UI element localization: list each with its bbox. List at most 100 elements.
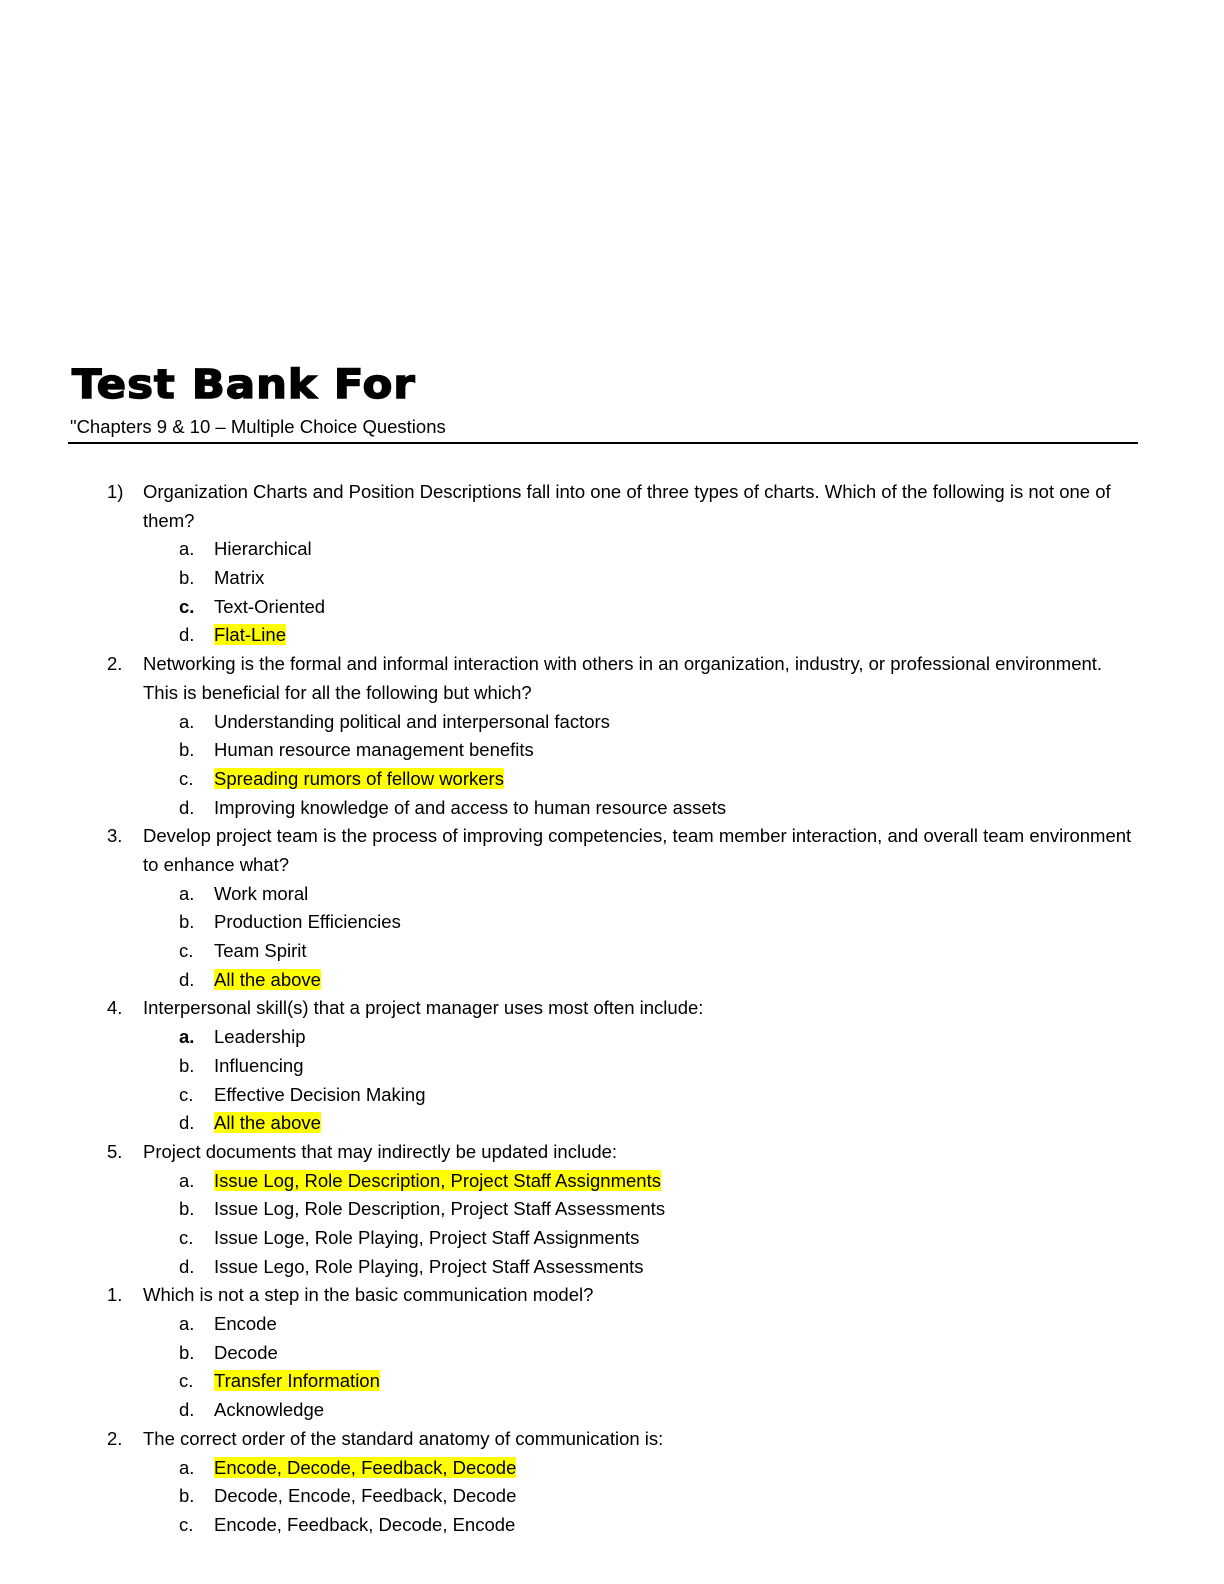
option-letter: b.: [179, 567, 195, 589]
question: 1. Which is not a step in the basic commu…: [0, 1281, 1133, 1310]
option-letter: b.: [179, 911, 195, 933]
option-letter: c.: [179, 1083, 194, 1105]
option-letter: a.: [179, 1169, 195, 1191]
option-letter: a.: [179, 1313, 195, 1335]
option-letter: c.: [179, 1227, 194, 1248]
question-text: Which is not a step in the basic communi…: [143, 1284, 594, 1306]
option-text: Work moral: [214, 882, 309, 904]
answer-option: c. Team Spirit: [0, 937, 1224, 966]
answer-option: a. Encode, Decode, Feedback, Decode: [0, 1454, 1224, 1483]
highlighted-answer-text: All the above: [214, 1112, 321, 1134]
option-letter: d.: [179, 968, 195, 990]
answer-option: b. Influencing: [0, 1052, 1224, 1081]
option-text: Improving knowledge of and access to hum…: [214, 796, 727, 818]
highlighted-answer-text: All the above: [214, 968, 321, 990]
question-number: 2.: [107, 653, 123, 675]
highlighted-answer-text: Flat-Line: [214, 624, 286, 646]
answer-option: b. Matrix: [0, 564, 1224, 593]
option-text: Decode, Encode, Feedback, Decode: [214, 1485, 517, 1507]
answer-option: b. Issue Log, Role Description, Project S…: [0, 1195, 1224, 1224]
answer-option: a. Work moral: [0, 880, 1224, 909]
option-text: Hierarchical: [214, 538, 312, 560]
question-text: Interpersonal skill(s) that a project ma…: [143, 997, 704, 1019]
option-text: Team Spirit: [214, 940, 307, 962]
answer-option: b. Human resource management benefits: [0, 736, 1224, 765]
option-letter: c.: [179, 595, 195, 617]
option-letter: a.: [179, 710, 195, 732]
option-text: Human resource management benefits: [214, 739, 534, 761]
option-text: Encode, Feedback, Decode, Encode: [214, 1513, 516, 1535]
option-letter: b.: [179, 1054, 195, 1076]
option-letter: d.: [179, 1255, 195, 1277]
question: 3. Develop project team is the process of…: [0, 822, 1133, 879]
question-number: 4.: [107, 997, 123, 1019]
question: 4. Interpersonal skill(s) that a project …: [0, 994, 1133, 1023]
answer-option: c. Issue Loge, Role Playing, Project Staf…: [0, 1224, 1224, 1253]
answer-option: d. Issue Lego, Role Playing, Project Staf…: [0, 1253, 1224, 1282]
question-text: Project documents that may indirectly be…: [143, 1140, 618, 1162]
question: 2.The correct order of the standard anat…: [0, 1425, 1133, 1454]
question-text: Organization Charts and Position Descrip…: [143, 481, 1111, 531]
answer-option: d. All the above: [0, 966, 1224, 995]
question-list: 1) Organization Charts and Position Descr…: [0, 478, 1224, 1540]
option-letter: b.: [179, 739, 195, 761]
option-letter: b.: [179, 1341, 195, 1363]
option-text: Effective Decision Making: [214, 1083, 426, 1105]
document-subtitle: "Chapters 9 & 10 – Multiple Choice Quest…: [70, 416, 446, 437]
answer-option: c. Text-Oriented: [0, 593, 1224, 622]
option-letter: c.: [179, 1370, 194, 1392]
question-number: 1.: [107, 1284, 123, 1306]
option-letter: b.: [179, 1198, 195, 1220]
option-text: Decode: [214, 1341, 278, 1363]
question: 2. Networking is the formal and informal …: [0, 650, 1133, 707]
answer-option: a. Hierarchical: [0, 535, 1224, 564]
option-letter: a.: [179, 538, 195, 560]
question-number: 3.: [107, 825, 123, 847]
option-text: Acknowledge: [214, 1399, 325, 1421]
answer-option: a. Issue Log, Role Description, Project S…: [0, 1167, 1224, 1196]
option-text: Matrix: [214, 567, 265, 589]
option-letter: d.: [179, 1112, 195, 1134]
question: 1) Organization Charts and Position Descr…: [0, 478, 1133, 535]
question-text: Networking is the formal and informal in…: [143, 653, 1103, 703]
option-text: Issue Loge, Role Playing, Project Staff …: [214, 1227, 640, 1248]
option-text: Production Efficiencies: [214, 911, 401, 933]
answer-option: d. Flat-Line: [0, 621, 1224, 650]
option-letter: b.: [179, 1485, 195, 1507]
answer-option: b. Production Efficiencies: [0, 908, 1224, 937]
answer-option: c.Transfer Information: [0, 1367, 1224, 1396]
answer-option: a. Encode: [0, 1310, 1224, 1339]
option-text: Leadership: [214, 1026, 306, 1048]
option-text: Influencing: [214, 1054, 304, 1076]
highlighted-answer-text: Issue Log, Role Description, Project Sta…: [214, 1169, 661, 1191]
highlighted-answer-text: Spreading rumors of fellow workers: [214, 767, 504, 789]
option-letter: a.: [179, 1456, 195, 1478]
answer-option: a.Understanding political and interperso…: [0, 708, 1224, 737]
option-text: Issue Lego, Role Playing, Project Staff …: [214, 1255, 644, 1277]
question-number: 5.: [107, 1140, 123, 1162]
option-letter: a.: [179, 882, 195, 904]
question: 5. Project documents that may indirectly …: [0, 1138, 1133, 1167]
answer-option: c.Encode, Feedback, Decode, Encode: [0, 1511, 1224, 1540]
answer-option: c. Effective Decision Making: [0, 1081, 1224, 1110]
option-letter: d.: [179, 796, 195, 818]
answer-option: c. Spreading rumors of fellow workers: [0, 765, 1224, 794]
question-number: 1): [107, 481, 124, 502]
option-letter: d.: [179, 1399, 195, 1421]
option-letter: a.: [179, 1026, 195, 1048]
highlighted-answer-text: Encode, Decode, Feedback, Decode: [214, 1456, 517, 1478]
answer-option: b. Decode, Encode, Feedback, Decode: [0, 1482, 1224, 1511]
option-letter: c.: [179, 767, 194, 789]
answer-option: d. Acknowledge: [0, 1396, 1224, 1425]
option-letter: c.: [179, 940, 194, 962]
option-text: Issue Log, Role Description, Project Sta…: [214, 1198, 666, 1220]
answer-option: d. All the above: [0, 1109, 1224, 1138]
option-text: Encode: [214, 1313, 277, 1335]
option-text: Text-Oriented: [214, 595, 326, 617]
question-text: Develop project team is the process of i…: [143, 825, 1132, 876]
option-letter: d.: [179, 624, 195, 646]
document-title: Test Bank For: [71, 361, 416, 409]
answer-option: b. Decode: [0, 1339, 1224, 1368]
answer-option: d. Improving knowledge of and access to h…: [0, 794, 1224, 823]
answer-option: a. Leadership: [0, 1023, 1224, 1052]
